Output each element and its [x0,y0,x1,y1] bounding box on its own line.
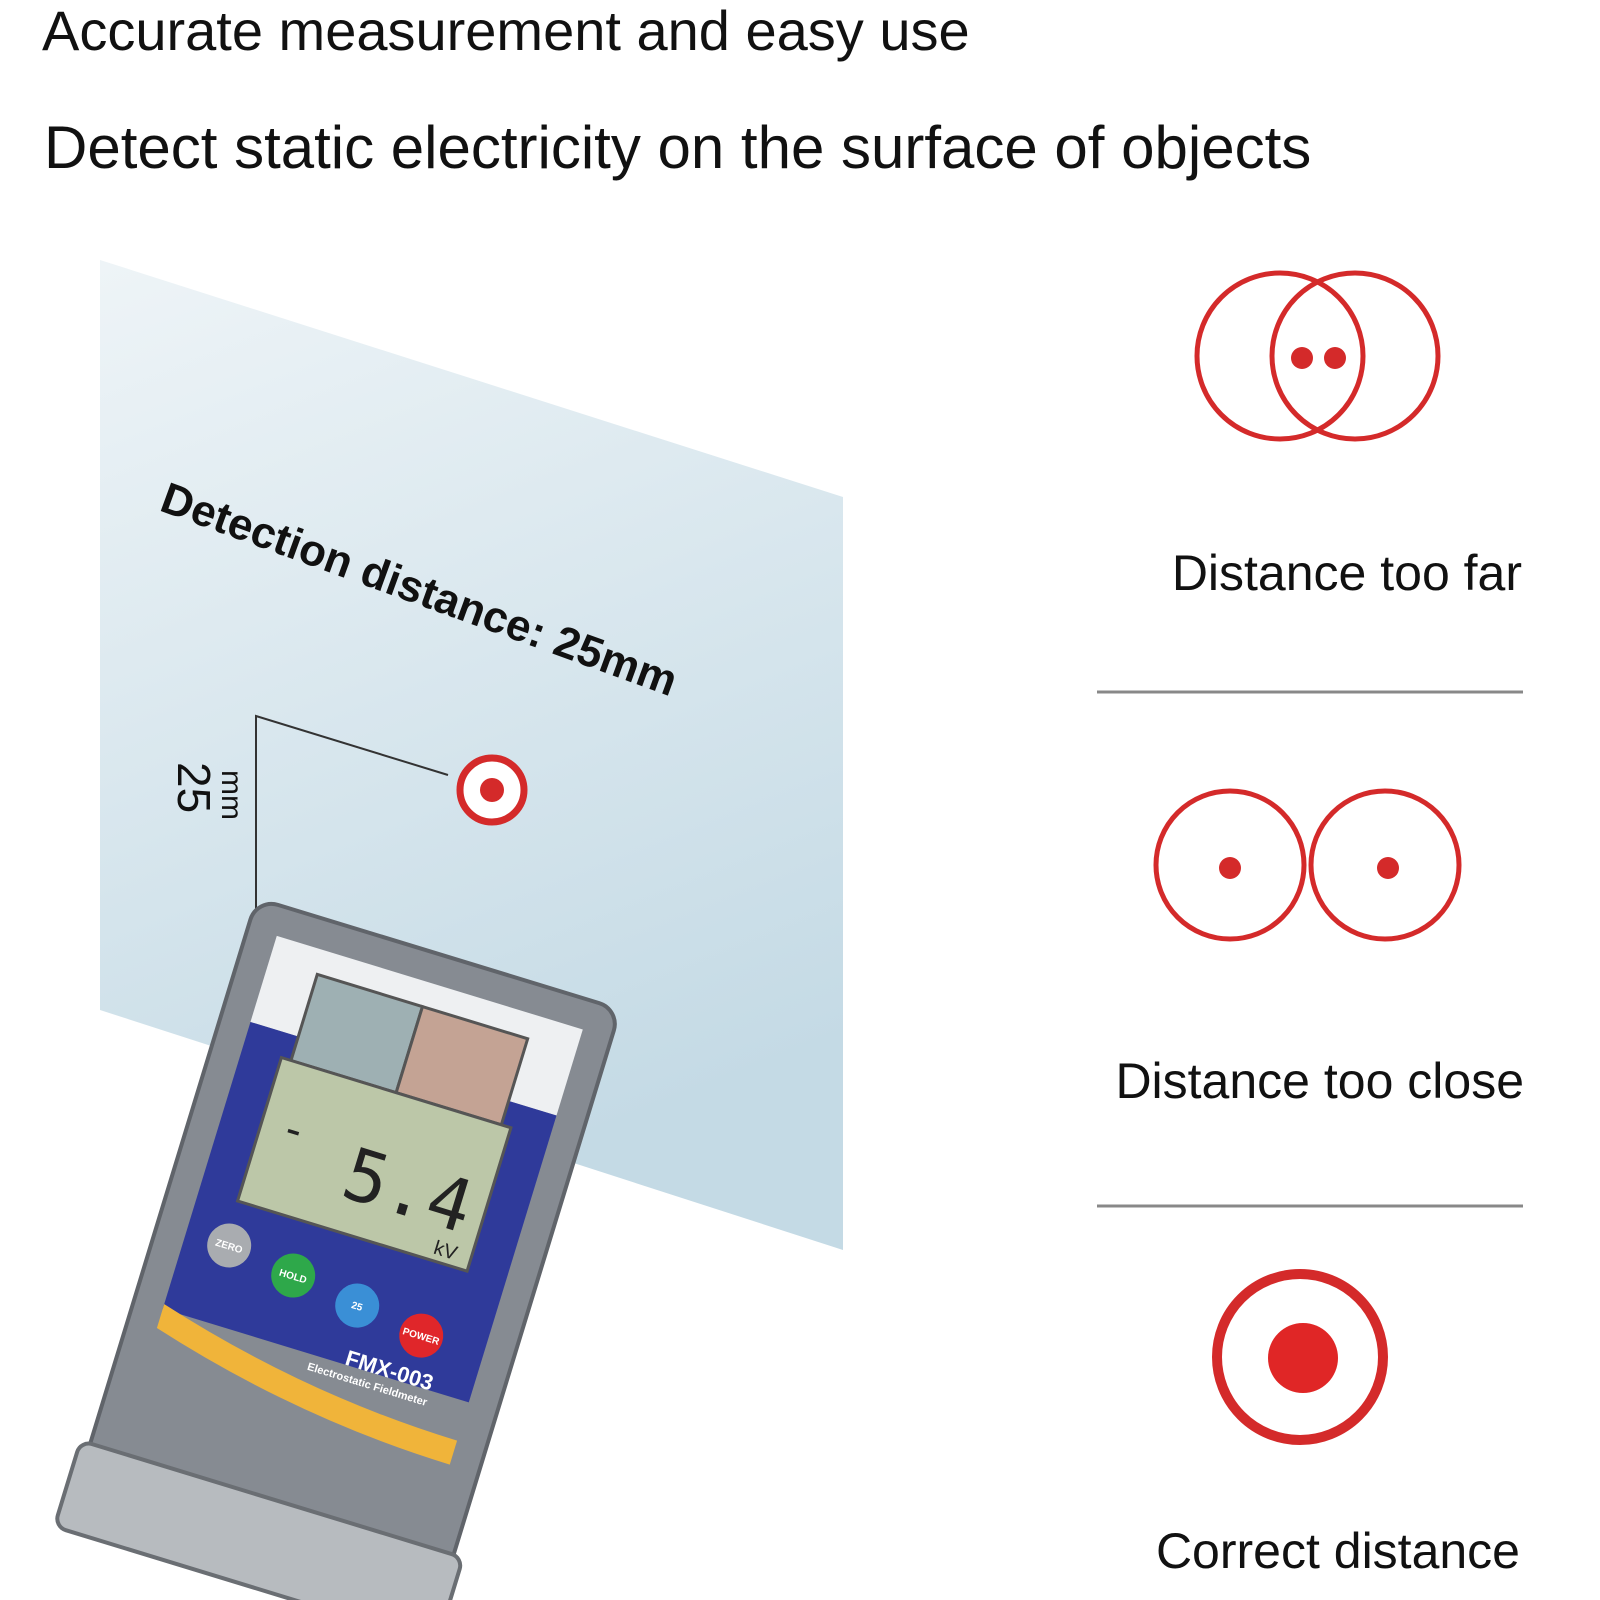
too-close-label: Distance too close [1115,1053,1524,1109]
zero-button[interactable] [202,1218,257,1273]
hold-button[interactable] [266,1248,321,1303]
correct-distance-icon [1212,1269,1388,1445]
distance-marker-label: 25 mm [168,762,248,820]
correct-distance-label: Correct distance [1156,1523,1520,1579]
range-button[interactable] [330,1278,385,1333]
range-button-label: 25 [350,1300,364,1314]
lcd-screen [235,1055,513,1274]
too-far-icon [1194,270,1441,442]
headline-1: Accurate measurement and easy use [42,0,970,62]
target-icon [456,754,528,826]
power-button[interactable] [394,1308,449,1363]
distance-value: 25 [168,762,220,813]
too-close-icon [1153,788,1462,942]
distance-unit: mm [215,770,248,820]
headline-2: Detect static electricity on the surface… [44,114,1311,181]
fieldmeter-device: - 5.4 kV ZERO HOLD 25 POWER FMX-003 Elec… [55,901,617,1600]
too-far-label: Distance too far [1172,545,1522,601]
